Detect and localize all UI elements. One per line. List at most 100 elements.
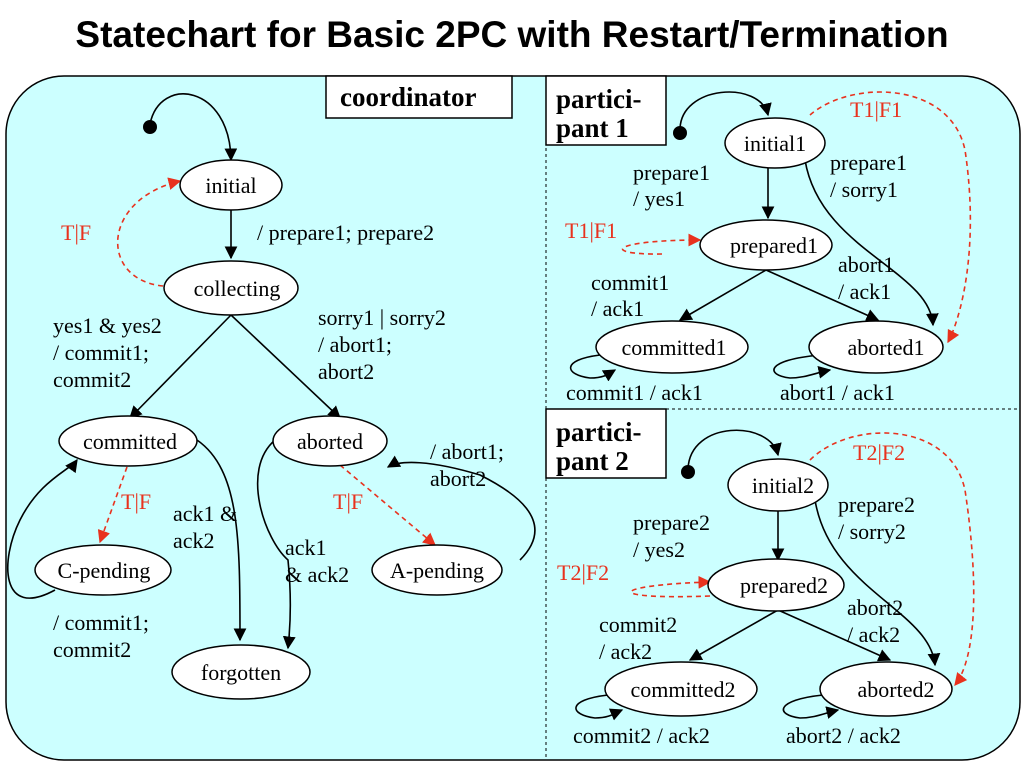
transition-label-sorry-1: sorry1 | sorry2 xyxy=(318,305,446,330)
guard-label-tf-aborted: T|F xyxy=(333,489,363,514)
transition-label-prepare1-yes-1: prepare1 xyxy=(633,160,710,185)
state-prepared1-label: prepared1 xyxy=(730,233,818,258)
transition-label-abort2-1: abort2 xyxy=(847,595,903,620)
state-a-pending-label: A-pending xyxy=(390,558,484,583)
transition-label-sorry-3: abort2 xyxy=(318,359,374,384)
collecting-to-aborted xyxy=(230,314,341,419)
state-prepared1 xyxy=(699,219,833,271)
aborted-to-forgotten xyxy=(256,439,296,650)
initial1-to-aborted1 xyxy=(804,159,939,327)
coordinator-start-dot xyxy=(143,120,157,134)
transition-label-commit2-1: commit2 xyxy=(599,612,677,637)
transition-label-prepare2-sorry-1: prepare2 xyxy=(838,492,915,517)
participant1-start-transition xyxy=(679,91,772,131)
transition-label-sorry-2: / abort1; xyxy=(318,332,392,357)
state-initial2-label: initial2 xyxy=(752,473,814,498)
transition-label-commit1-1: commit1 xyxy=(591,270,669,295)
participant1-restart-mid xyxy=(621,233,702,255)
participant1-region: partici- pant 1 initial1 prepared1 commi… xyxy=(545,75,972,405)
state-c-pending-label: C-pending xyxy=(58,558,151,583)
transition-label-ack-aborted-1: ack1 xyxy=(285,535,327,560)
transition-label-cpending-2: commit2 xyxy=(53,637,131,662)
aborted2-self-loop xyxy=(782,694,840,719)
transition-label-commit2-loop: commit2 / ack2 xyxy=(573,723,710,748)
transition-label-ack-committed-2: ack2 xyxy=(173,528,215,553)
coordinator-start-transition xyxy=(149,93,238,162)
transition-label-commit1-loop: commit1 / ack1 xyxy=(566,380,703,405)
transition-label-prepare: / prepare1; prepare2 xyxy=(257,220,434,245)
page-title: Statechart for Basic 2PC with Restart/Te… xyxy=(75,14,949,55)
state-prepared2-label: prepared2 xyxy=(740,573,828,598)
collecting-to-committed xyxy=(129,314,232,419)
state-aborted-label: aborted xyxy=(297,429,363,454)
guard-label-t1f1-mid: T1|F1 xyxy=(565,218,617,243)
state-prepared2 xyxy=(707,558,845,612)
cpending-to-committed xyxy=(6,458,78,599)
prepared1-to-aborted1 xyxy=(765,269,880,322)
state-committed xyxy=(58,415,198,467)
transition-label-abort-2: abort2 xyxy=(430,466,486,491)
state-a-pending xyxy=(371,544,503,596)
participant2-region: partici- pant 2 initial2 prepared2 commi… xyxy=(545,408,975,748)
guard-label-tf-committed: T|F xyxy=(121,489,151,514)
guard-label-t1f1-top: T1|F1 xyxy=(850,97,902,122)
state-aborted2 xyxy=(819,661,953,717)
apending-to-aborted xyxy=(386,455,536,561)
state-forgotten-label: forgotten xyxy=(201,660,281,685)
transition-label-cpending-1: / commit1; xyxy=(53,610,149,635)
guard-label-t2f2-top: T2|F2 xyxy=(853,440,905,465)
coordinator-box xyxy=(325,75,513,119)
state-committed1 xyxy=(595,320,749,374)
transition-label-prepare1-sorry-2: / sorry1 xyxy=(830,177,898,202)
transition-label-ack-aborted-2: & ack2 xyxy=(285,562,349,587)
participant1-start-dot xyxy=(673,126,687,140)
transition-label-abort2-2: / ack2 xyxy=(847,622,900,647)
transition-label-commit1-2: / ack1 xyxy=(591,296,644,321)
state-initial-label: initial xyxy=(205,173,256,198)
transition-label-prepare1-sorry-1: prepare1 xyxy=(830,150,907,175)
state-aborted2-label: aborted2 xyxy=(858,677,935,702)
state-initial1 xyxy=(724,117,826,169)
committed1-self-loop xyxy=(569,354,617,382)
participant2-box xyxy=(545,408,667,479)
transition-label-yes-2: / commit1; xyxy=(53,340,149,365)
aborted1-self-loop xyxy=(773,354,832,379)
transition-label-yes-3: commit2 xyxy=(53,367,131,392)
initial2-to-aborted2 xyxy=(814,499,941,667)
state-committed2-label: committed2 xyxy=(630,677,735,702)
committed2-self-loop xyxy=(575,694,624,721)
state-committed-label: committed xyxy=(83,429,177,454)
participant2-label-line2: pant 2 xyxy=(556,446,629,476)
state-committed1-label: committed1 xyxy=(621,335,726,360)
participant2-restart-mid xyxy=(630,575,712,598)
transition-label-abort1-loop: abort1 / ack1 xyxy=(780,380,895,405)
transition-label-prepare2-yes-2: / yes2 xyxy=(633,537,685,562)
aborted-to-apending-restart xyxy=(339,464,436,546)
transition-label-ack-committed-1: ack1 & xyxy=(173,501,237,526)
transition-label-yes-1: yes1 & yes2 xyxy=(53,313,162,338)
state-collecting xyxy=(163,260,299,316)
guard-label-t2f2-mid: T2|F2 xyxy=(557,560,609,585)
state-collecting-label: collecting xyxy=(194,276,281,301)
transition-label-abort-1: / abort1; xyxy=(430,439,504,464)
collecting-to-initial-restart xyxy=(117,177,182,287)
transition-label-abort2-loop: abort2 / ack2 xyxy=(786,723,901,748)
state-committed2 xyxy=(604,661,758,717)
transition-label-abort1-1: abort1 xyxy=(838,252,894,277)
state-c-pending xyxy=(34,544,172,596)
state-aborted1 xyxy=(808,320,944,374)
prepared2-to-aborted2 xyxy=(777,609,892,662)
prepared1-to-committed1 xyxy=(678,269,767,321)
state-aborted xyxy=(272,415,388,467)
participant2-start-dot xyxy=(681,465,695,479)
state-initial1-label: initial1 xyxy=(744,131,806,156)
state-initial2 xyxy=(727,458,829,512)
participant2-label-line1: partici- xyxy=(556,417,641,447)
participant2-start-transition xyxy=(687,429,782,470)
committed-to-cpending-restart xyxy=(97,466,128,544)
state-initial xyxy=(179,159,283,211)
participant1-label-line2: pant 1 xyxy=(556,113,629,143)
transition-label-abort1-2: / ack1 xyxy=(838,279,891,304)
coordinator-label: coordinator xyxy=(340,82,476,112)
